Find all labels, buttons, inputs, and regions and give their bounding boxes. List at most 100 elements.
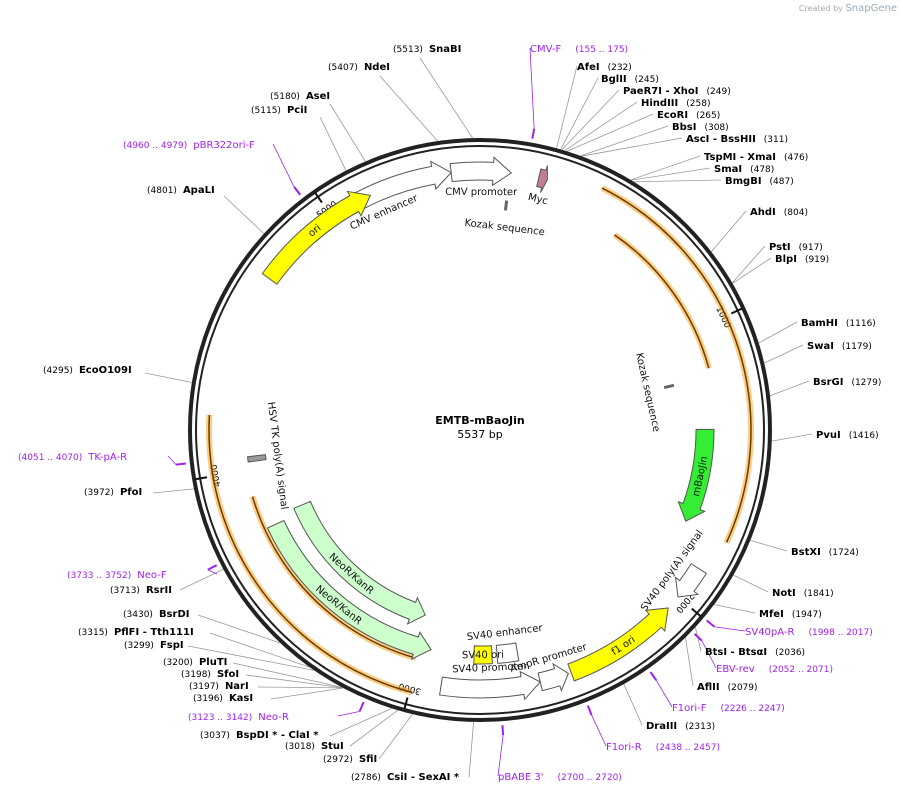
leader-line <box>245 674 343 689</box>
enzyme-site-label: (3200)PluTI <box>163 657 227 668</box>
primer-label: SV40pA-R(1998 .. 2017) <box>745 627 873 638</box>
enzyme-name: AhdI <box>750 207 776 218</box>
enzyme-site-label: BstXI(1724) <box>791 547 859 558</box>
credit-prefix: Created by <box>798 4 843 13</box>
leader-line <box>711 210 747 253</box>
enzyme-name: BsrGI <box>813 377 843 388</box>
feature-arrow <box>536 165 548 193</box>
primer-tick <box>706 619 715 628</box>
enzyme-site-label: (3430)BsrDI <box>123 609 189 620</box>
site-position: (3315) <box>78 628 108 638</box>
enzyme-site-label: BamHI(1116) <box>801 318 876 329</box>
site-position: (258) <box>686 99 710 109</box>
enzyme-site-label: (5513) SnaBI <box>393 44 461 55</box>
feature-arrow <box>473 645 493 665</box>
leader-line <box>580 125 669 157</box>
leader-line <box>566 113 654 152</box>
site-position: (3299) <box>124 641 154 651</box>
enzyme-name: SfiI <box>359 754 377 765</box>
enzyme-site-label: (5115)PciI <box>251 105 307 116</box>
leader-line <box>378 713 413 760</box>
feature-arrow <box>677 428 715 522</box>
primer-label: EBV-rev(2052 .. 2071) <box>716 664 833 675</box>
leader-line <box>319 116 347 171</box>
primer-tick <box>358 701 365 712</box>
site-position: (1416) <box>849 431 879 441</box>
orange-feature-core <box>208 414 413 694</box>
enzyme-site-label: (2972)SfiI <box>323 754 377 765</box>
orange-feature-core <box>614 234 710 369</box>
enzyme-name: SnaBI <box>429 44 461 55</box>
enzyme-name: BtsI - BtsαI <box>705 647 767 658</box>
enzyme-site-label: BtsI - BtsαI (2036) <box>705 647 805 658</box>
feature-arrow <box>495 642 520 664</box>
leader-line <box>257 686 344 689</box>
leader-line <box>771 433 813 442</box>
leader-line <box>152 488 195 494</box>
site-position: (3198) <box>181 670 211 680</box>
feature-arrow <box>293 500 426 625</box>
site-position: (1116) <box>846 319 876 329</box>
orange-feature-core <box>251 496 416 659</box>
feature-name: SV40 promoter <box>452 661 529 675</box>
enzyme-name: PfoI <box>120 487 142 498</box>
enzyme-name: AscI - BssHII <box>686 134 756 145</box>
site-position: (3037) <box>200 731 230 741</box>
leader-line <box>560 77 599 150</box>
enzyme-site-label: (3018)StuI <box>285 741 344 752</box>
enzyme-site-label: (4801)ApaLI <box>147 185 215 196</box>
enzyme-site-label: DraIII (2313) <box>646 721 715 732</box>
enzyme-name: DraIII <box>646 721 677 732</box>
site-position: (5513) <box>393 45 423 55</box>
primer-label: F1ori-R(2438 .. 2457) <box>606 742 720 753</box>
leader-line <box>685 637 694 687</box>
primer-tick <box>207 564 218 571</box>
site-position: (2036) <box>775 648 805 658</box>
enzyme-site-label: (4295) EcoO109I <box>43 365 132 376</box>
primer-range: (3733 .. 3752) <box>67 571 131 581</box>
tick-mark <box>691 607 702 618</box>
backbone-inner-ring <box>195 145 765 715</box>
enzyme-site-label: BglII(245) <box>601 74 659 85</box>
enzyme-name: EcoO109I <box>79 365 132 376</box>
leader-line <box>197 614 281 644</box>
primer-tick <box>501 725 505 736</box>
site-position: (2313) <box>685 722 715 732</box>
enzyme-site-label: (3196)KasI <box>193 693 253 704</box>
enzyme-site-label: (3197)NarI <box>189 681 249 692</box>
leader-line <box>556 65 578 149</box>
leader-line <box>561 89 620 151</box>
feature-arrow <box>246 454 267 463</box>
site-position: (1841) <box>804 589 834 599</box>
enzyme-name: AseI <box>306 91 330 102</box>
enzyme-name: BbsI <box>672 122 696 133</box>
site-position: (308) <box>704 123 728 133</box>
site-position: (1179) <box>842 342 872 352</box>
primer-name: Neo-R <box>258 712 289 723</box>
feature-name-on-arrow: SV40 ori <box>462 650 504 662</box>
leader-line <box>349 709 399 747</box>
enzyme-site-label: AscI - BssHII(311) <box>686 134 788 145</box>
primer-label: (3733 .. 3752)Neo-F <box>67 570 167 581</box>
site-position: (478) <box>750 165 774 175</box>
site-position: (4295) <box>43 366 73 376</box>
leader-line <box>733 574 769 593</box>
feature-arrow <box>449 156 513 187</box>
enzyme-site-label: TspMI - XmaI(476) <box>704 152 808 163</box>
primer-leader-line <box>701 640 717 669</box>
primer-name: EBV-rev <box>716 664 755 675</box>
enzyme-name: BspDI * - ClaI * <box>236 730 319 741</box>
primer-tick <box>693 633 703 642</box>
site-position: (3972) <box>84 488 114 498</box>
primer-name: TK-pA-R <box>87 452 127 463</box>
plasmid-name: EMTB-mBaoJin <box>435 414 524 427</box>
enzyme-site-label: (3198)SfoI <box>181 669 239 680</box>
enzyme-name: NotI <box>772 588 796 599</box>
leader-line <box>329 103 366 162</box>
enzyme-site-label: PaeR7I - XhoI(249) <box>623 86 731 97</box>
leader-line <box>750 539 788 552</box>
feature-name: CMV promoter <box>445 187 518 198</box>
enzyme-name: ApaLI <box>183 185 215 196</box>
enzyme-site-label: HindIII(258) <box>641 98 710 109</box>
leader-line <box>630 155 701 181</box>
